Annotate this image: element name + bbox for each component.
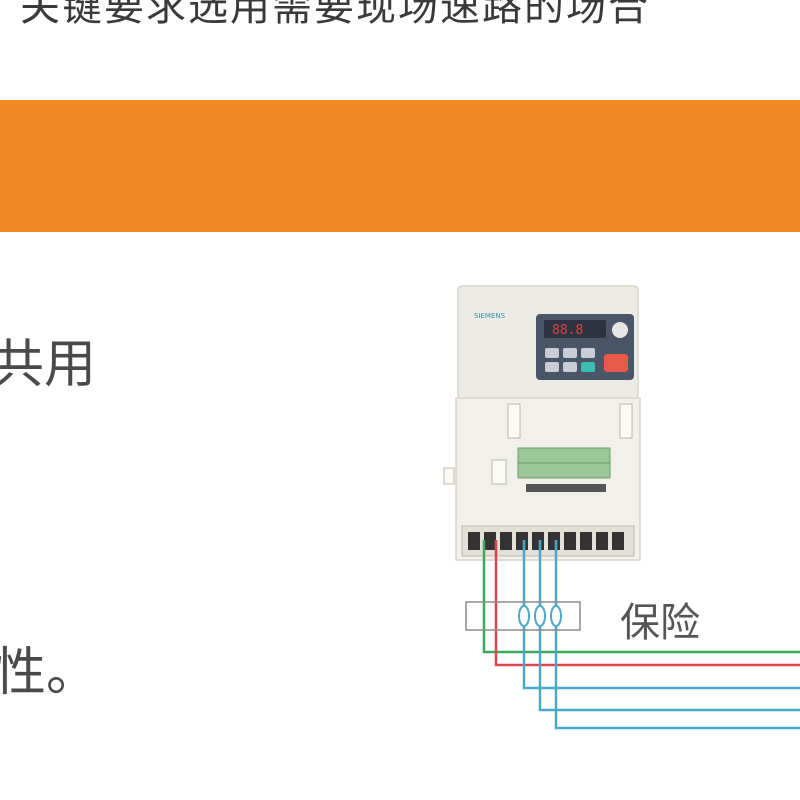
- fuse-label: 保险: [620, 600, 700, 646]
- green-wire: [482, 540, 800, 654]
- control-panel: 88.8: [536, 314, 634, 380]
- blue-wire-1: [522, 540, 800, 690]
- dial-knob-icon: [612, 322, 628, 338]
- red-wire: [494, 540, 800, 667]
- device-brand: SIEMENS: [474, 312, 506, 320]
- fuse-box: [465, 601, 581, 631]
- body-text-line-1: 共用: [0, 335, 97, 395]
- blue-wire-2: [538, 540, 800, 712]
- power-terminals: [461, 525, 635, 557]
- header-text: 关键要求选用需要现场速路的场合: [20, 0, 650, 30]
- control-terminal-block: [517, 447, 611, 492]
- display-readout: 88.8: [552, 323, 583, 338]
- stop-button-icon: [604, 354, 628, 372]
- body-text-line-2: 性。: [0, 643, 99, 703]
- inverter-device: SIEMENS 88.8: [443, 285, 641, 561]
- orange-banner: [0, 100, 800, 232]
